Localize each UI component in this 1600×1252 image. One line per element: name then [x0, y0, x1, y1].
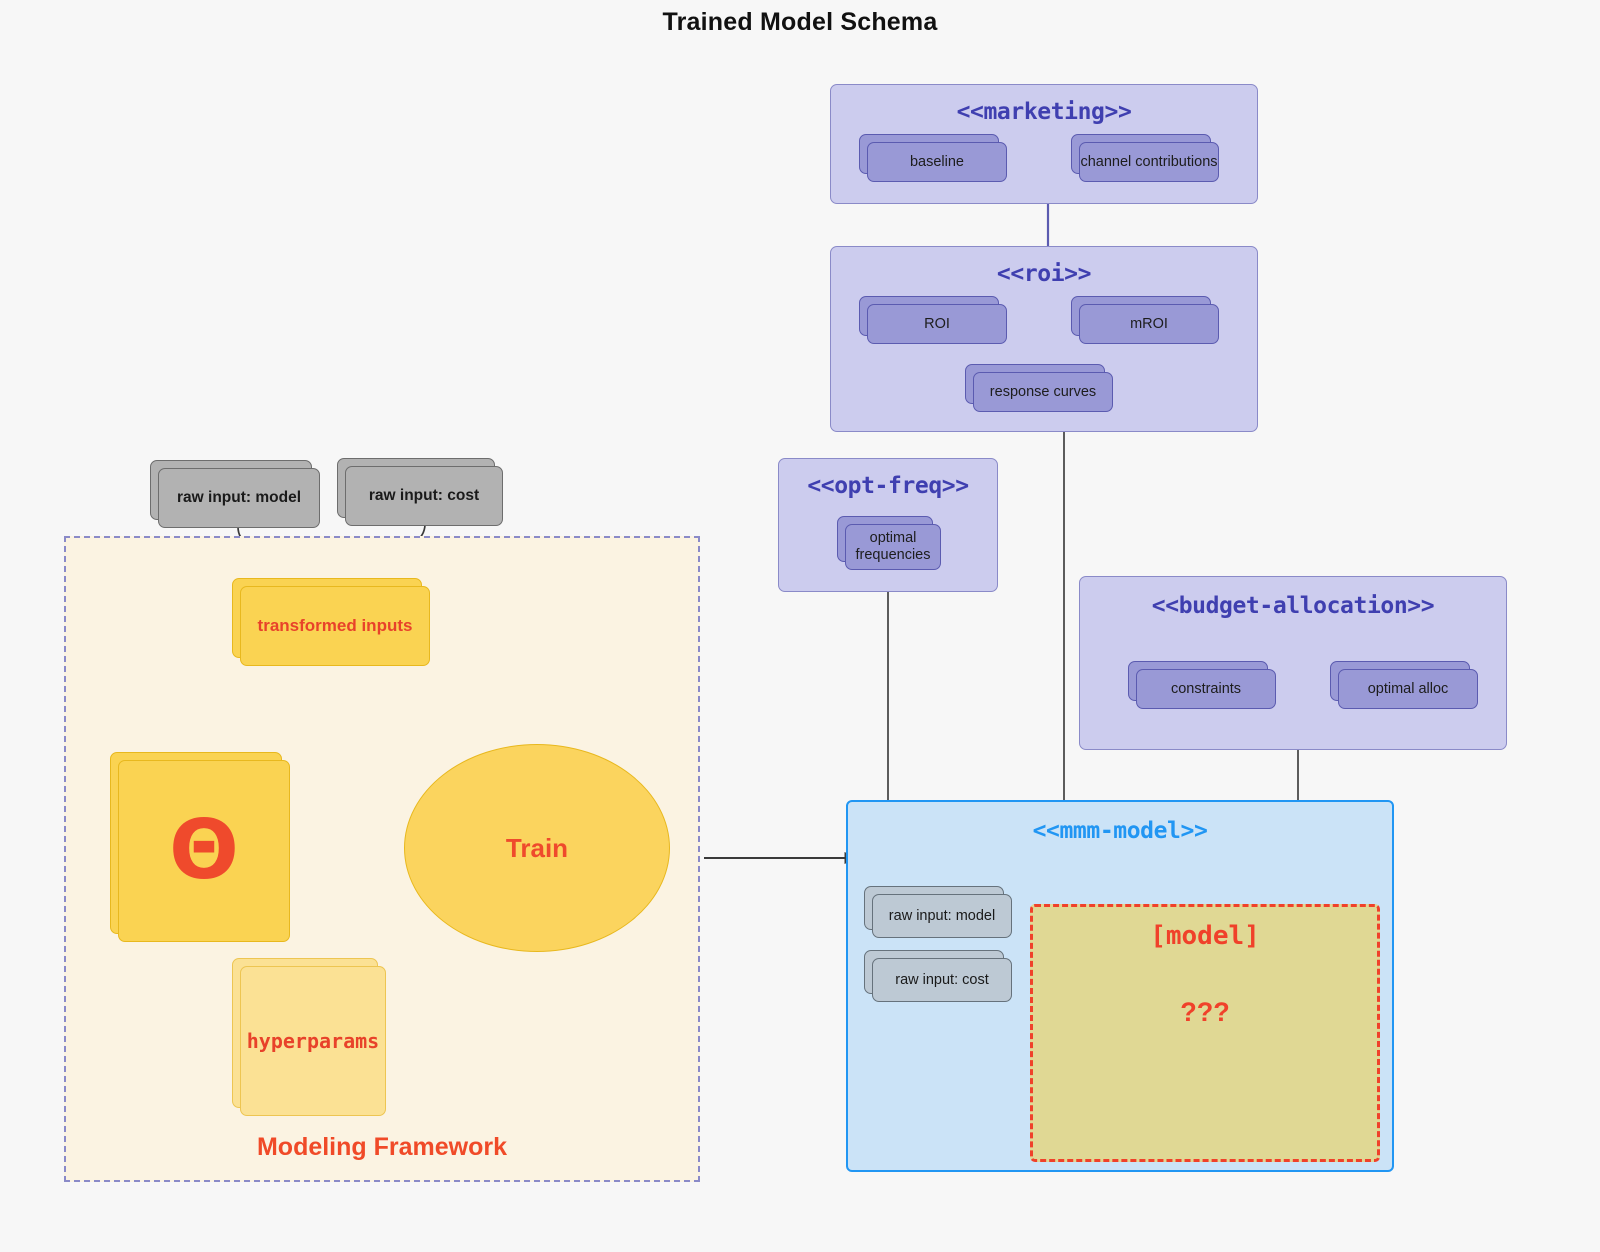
package-roi[interactable]: <<roi>> ROI mROI response curves: [830, 246, 1258, 432]
artifact-roi[interactable]: ROI: [859, 296, 1007, 344]
theta-card-glyph-wrap: Θ: [118, 760, 290, 942]
train-node[interactable]: Train: [404, 744, 670, 952]
modeling-framework-label: Modeling Framework: [256, 1133, 508, 1161]
mmm-raw-input-cost-label: raw input: cost: [872, 958, 1012, 1002]
theta-card[interactable]: Θ: [110, 752, 290, 942]
artifact-mroi-label: mROI: [1079, 304, 1219, 344]
raw-input-model-card-label: raw input: model: [158, 468, 320, 528]
artifact-constraints-label: constraints: [1136, 669, 1276, 709]
mmm-raw-input-model-label: raw input: model: [872, 894, 1012, 938]
package-roi-title: <<roi>>: [996, 261, 1092, 287]
model-placeholder-label: [model]: [1150, 921, 1260, 951]
artifact-optimal-frequencies-label: optimal frequencies: [845, 524, 941, 570]
artifact-channel-contributions-label: channel contributions: [1079, 142, 1219, 182]
artifact-optimal-alloc-label: optimal alloc: [1338, 669, 1478, 709]
raw-input-cost-card-label: raw input: cost: [345, 466, 503, 526]
artifact-constraints[interactable]: constraints: [1128, 661, 1276, 709]
package-marketing-title: <<marketing>>: [956, 99, 1132, 125]
artifact-baseline[interactable]: baseline: [859, 134, 1007, 182]
raw-input-cost-card[interactable]: raw input: cost: [337, 458, 503, 526]
artifact-response-curves[interactable]: response curves: [965, 364, 1113, 412]
raw-input-model-card[interactable]: raw input: model: [150, 460, 320, 528]
artifact-optimal-alloc[interactable]: optimal alloc: [1330, 661, 1478, 709]
model-placeholder-box[interactable]: [model] ???: [1030, 904, 1380, 1162]
transformed-inputs-card-label: transformed inputs: [240, 586, 430, 666]
artifact-roi-label: ROI: [867, 304, 1007, 344]
package-budget-allocation[interactable]: <<budget-allocation>> constraints optima…: [1079, 576, 1507, 750]
artifact-channel-contributions[interactable]: channel contributions: [1071, 134, 1219, 182]
package-mmm-model[interactable]: <<mmm-model>> raw input: model raw input…: [846, 800, 1394, 1172]
artifact-mroi[interactable]: mROI: [1071, 296, 1219, 344]
artifact-optimal-frequencies[interactable]: optimal frequencies: [837, 516, 941, 570]
model-unknown-label: ???: [1180, 997, 1230, 1027]
package-mmm-model-title: <<mmm-model>>: [1032, 818, 1208, 844]
hyperparams-card[interactable]: hyperparams: [232, 958, 386, 1116]
theta-icon: Θ: [169, 803, 239, 898]
transformed-inputs-card[interactable]: transformed inputs: [232, 578, 430, 666]
mmm-raw-input-model[interactable]: raw input: model: [864, 886, 1012, 938]
artifact-response-curves-label: response curves: [973, 372, 1113, 412]
package-budget-allocation-title: <<budget-allocation>>: [1151, 593, 1435, 619]
mmm-raw-input-cost[interactable]: raw input: cost: [864, 950, 1012, 1002]
package-opt-freq-title: <<opt-freq>>: [807, 473, 969, 499]
page-title: Trained Model Schema: [662, 8, 938, 36]
package-marketing[interactable]: <<marketing>> baseline channel contribut…: [830, 84, 1258, 204]
train-node-label: Train: [505, 832, 569, 863]
hyperparams-card-label: hyperparams: [240, 966, 386, 1116]
package-opt-freq[interactable]: <<opt-freq>> optimal frequencies: [778, 458, 998, 592]
artifact-baseline-label: baseline: [867, 142, 1007, 182]
